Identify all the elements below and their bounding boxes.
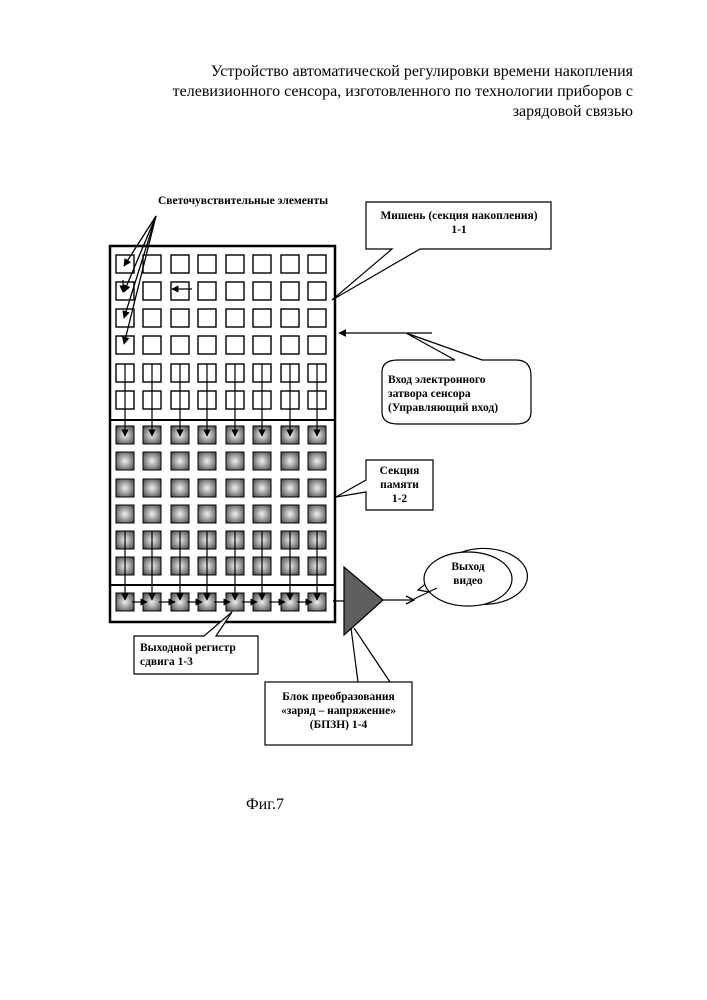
- memory-cell: [308, 452, 326, 470]
- memory-cell: [171, 452, 189, 470]
- memory-cell: [226, 479, 244, 497]
- memory-cell: [143, 505, 161, 523]
- label-shutter-line1: Вход электронного: [388, 373, 528, 387]
- target-cell: [198, 282, 216, 300]
- label-bpzn-line2: «заряд – напряжение»: [265, 704, 412, 718]
- target-cell: [281, 309, 299, 327]
- amplifier-triangle: [344, 567, 383, 635]
- target-cell: [281, 282, 299, 300]
- memory-cell: [198, 452, 216, 470]
- memory-cell: [143, 452, 161, 470]
- memory-section-cells: [116, 426, 326, 575]
- memory-cell: [253, 452, 271, 470]
- target-section-cells: [116, 255, 326, 409]
- target-cell: [143, 309, 161, 327]
- memory-cell: [281, 479, 299, 497]
- target-cell: [143, 282, 161, 300]
- memory-cell: [171, 505, 189, 523]
- memory-cell: [308, 479, 326, 497]
- memory-cell: [281, 505, 299, 523]
- memory-cell: [171, 479, 189, 497]
- target-cell: [253, 282, 271, 300]
- label-video: Выход видео: [432, 560, 504, 588]
- target-cell: [308, 255, 326, 273]
- target-cell: [226, 309, 244, 327]
- label-memory: Секция памяти 1-2: [366, 464, 433, 506]
- label-shutter-line3: (Управляющий вход): [388, 401, 528, 415]
- target-cell: [253, 255, 271, 273]
- target-cell: [198, 336, 216, 354]
- label-target-line1: Мишень (секция накопления): [370, 209, 548, 223]
- target-cell: [171, 282, 189, 300]
- memory-cell: [116, 479, 134, 497]
- bpzn-pointer-1: [351, 628, 358, 682]
- label-memory-line3: 1-2: [366, 492, 433, 506]
- target-cell: [171, 255, 189, 273]
- bpzn-pointer-2: [354, 628, 390, 682]
- label-video-line2: видео: [432, 574, 504, 588]
- memory-cell: [198, 479, 216, 497]
- figure-caption: Фиг.7: [246, 796, 284, 814]
- target-cell: [171, 336, 189, 354]
- label-memory-line2: памяти: [366, 478, 433, 492]
- label-video-line1: Выход: [432, 560, 504, 574]
- memory-cell: [143, 479, 161, 497]
- target-cell: [198, 255, 216, 273]
- label-bpzn: Блок преобразования «заряд – напряжение»…: [265, 690, 412, 732]
- target-cell: [281, 336, 299, 354]
- label-bpzn-line1: Блок преобразования: [265, 690, 412, 704]
- memory-cell: [116, 452, 134, 470]
- memory-cell: [281, 452, 299, 470]
- label-photosensitive: Светочувствительные элементы: [158, 194, 328, 208]
- target-cell: [308, 309, 326, 327]
- target-cell: [226, 255, 244, 273]
- label-memory-line1: Секция: [366, 464, 433, 478]
- memory-cell: [253, 479, 271, 497]
- memory-cell: [226, 452, 244, 470]
- target-cell: [143, 336, 161, 354]
- memory-cell: [198, 505, 216, 523]
- label-register: Выходной регистр сдвига 1-3: [140, 641, 236, 669]
- target-cell: [281, 255, 299, 273]
- target-cell: [226, 336, 244, 354]
- target-cell: [116, 309, 134, 327]
- label-shutter-line2: затвора сенсора: [388, 387, 528, 401]
- label-bpzn-line3: (БПЗН) 1-4: [265, 718, 412, 732]
- target-cell: [171, 309, 189, 327]
- target-cell: [308, 282, 326, 300]
- label-target-line2: 1-1: [370, 223, 548, 237]
- target-cell: [253, 309, 271, 327]
- target-cell: [226, 282, 244, 300]
- memory-cell: [226, 505, 244, 523]
- target-cell: [253, 336, 271, 354]
- label-shutter: Вход электронного затвора сенсора (Управ…: [388, 373, 528, 415]
- memory-cell: [253, 505, 271, 523]
- label-target: Мишень (секция накопления) 1-1: [370, 209, 548, 237]
- target-cell: [308, 336, 326, 354]
- target-cell: [198, 309, 216, 327]
- label-register-line2: сдвига 1-3: [140, 655, 236, 669]
- memory-cell: [308, 505, 326, 523]
- label-register-line1: Выходной регистр: [140, 641, 236, 655]
- memory-cell: [116, 505, 134, 523]
